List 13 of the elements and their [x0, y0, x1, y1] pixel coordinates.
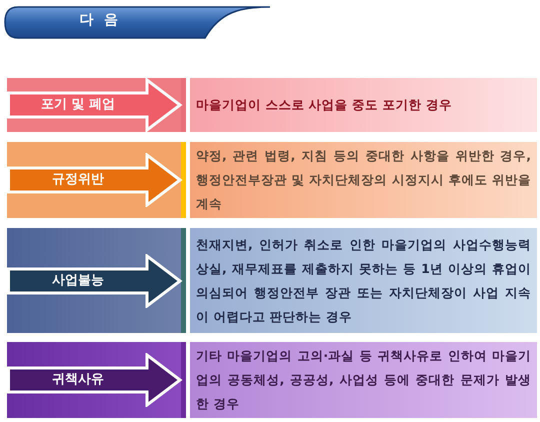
- description-text: 천재지변, 인허가 취소로 인한 마을기업의 사업수행능력 상실, 재무제표를 제출하지 못하는 등 1년 이상의 휴업이 의심되어 행정안전부 장관 또는 자치단체장이 사업 지속이 어렵다고 판단하는 경우: [196, 236, 531, 326]
- category-label: 포기 및 폐업: [40, 96, 116, 114]
- description-panel: [190, 78, 537, 132]
- description-panel: [190, 228, 537, 333]
- description-text: 기타 마을기업의 고의·과실 등 귀책사유로 인하여 마을기업의 공동체성, 공공성, 사업성 등에 중대한 문제가 발생한 경우: [196, 347, 531, 413]
- category-label: 사업불능: [51, 272, 105, 290]
- category-label: 귀책사유: [51, 371, 105, 389]
- description-text: 마을기업이 스스로 사업을 중도 포기한 경우: [196, 96, 452, 114]
- title: 다 음: [78, 11, 122, 30]
- category-label: 규정위반: [51, 171, 105, 189]
- description-text: 약정, 관련 법령, 지침 등의 중대한 사항을 위반한 경우, 행정안전부장관 및 자치단체장의 시정지시 후에도 위반을 계속: [196, 147, 531, 213]
- description-panel: [190, 142, 537, 218]
- description-panel: [190, 342, 537, 418]
